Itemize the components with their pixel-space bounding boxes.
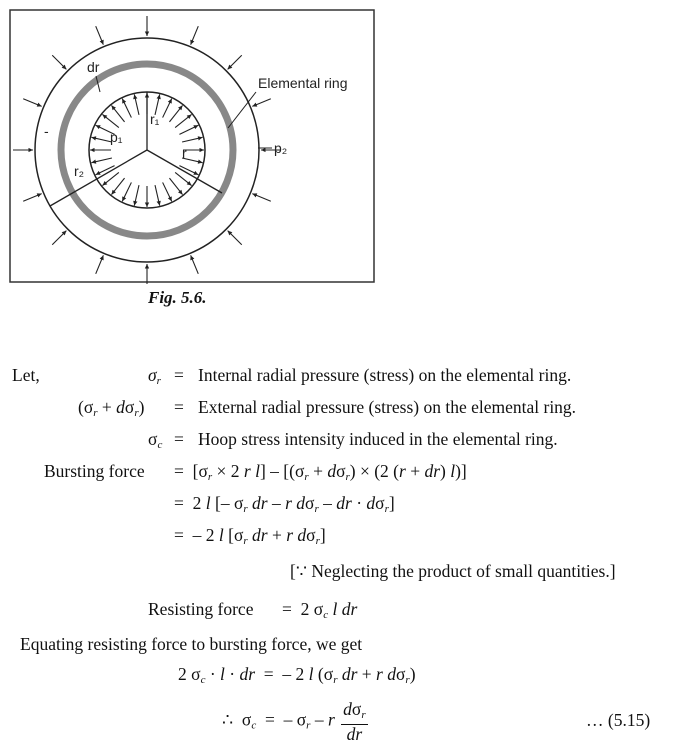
inner-pressure-arrow-head — [167, 196, 172, 202]
resisting-force-label: Resisting force — [148, 599, 254, 619]
figure-5-6: dr Elemental ring p₁ p₂ r₁ r₂ r - — [9, 9, 375, 284]
inner-pressure-arrow-head — [111, 105, 116, 111]
elemental-ring — [57, 60, 237, 240]
outer-pressure-arrow-head — [36, 102, 42, 107]
outer-pressure-arrow-head — [227, 230, 233, 236]
def-sigma-r-lhs: σr — [148, 365, 161, 387]
inner-pressure-arrow-head — [95, 125, 101, 130]
outer-pressure-arrow-head — [190, 255, 195, 261]
bursting-eq-1: = [σr × 2 r l] – [(σr + dσr) × (2 (r + d… — [174, 461, 467, 483]
neglect-note: [∵ Neglecting the product of small quant… — [290, 561, 616, 581]
inner-pressure-arrow-head — [193, 170, 199, 175]
outer-pressure-arrow-head — [28, 147, 33, 153]
def-sigma-c-lhs: σc — [148, 429, 163, 451]
outer-pressure-arrows — [13, 16, 281, 284]
elemental-ring-leader — [227, 91, 257, 129]
inner-pressure-arrow-head — [122, 196, 127, 202]
inner-pressure-arrow-head — [144, 93, 150, 98]
inner-pressure-arrow-head — [133, 94, 138, 100]
def-sigma-r-plus-lhs: (σr + dσr) — [78, 397, 145, 419]
bursting-eq-2: = 2 l [– σr dr – r dσr – dr · dσr] — [174, 493, 395, 515]
label-r2: r₂ — [74, 163, 84, 179]
inner-pressure-arrow-head — [133, 200, 138, 206]
outer-pressure-arrow-head — [36, 193, 42, 198]
inner-pressure-arrow-head — [167, 98, 172, 104]
outer-pressure-arrow-head — [261, 147, 266, 153]
inner-pressure-arrow-head — [199, 147, 204, 153]
def-eq-3: = — [174, 429, 184, 449]
outer-pressure-arrow-head — [61, 64, 67, 70]
def-eq-2: = — [174, 397, 184, 417]
inner-pressure-arrows — [90, 93, 204, 207]
radius-r — [146, 149, 223, 194]
outer-pressure-arrow-head — [252, 102, 258, 107]
outer-pressure-arrow-head — [190, 39, 195, 45]
def-eq-1: = — [174, 365, 184, 385]
bursting-eq-3: = – 2 l [σr dr + r dσr] — [174, 525, 326, 547]
def-1-text: Internal radial pressure (stress) on the… — [198, 365, 572, 385]
outer-pressure-arrow-head — [99, 255, 104, 261]
outer-pressure-arrow-head — [61, 230, 67, 236]
def-3-text: Hoop stress intensity induced in the ele… — [198, 429, 558, 449]
outer-pressure-arrow-head — [227, 64, 233, 70]
inner-pressure-arrow-head — [178, 105, 183, 111]
inner-pressure-arrow-head — [193, 125, 199, 130]
equation-number: … (5.15) — [586, 710, 651, 730]
equating-text: Equating resisting force to bursting for… — [20, 634, 363, 654]
inner-pressure-arrow-head — [186, 181, 192, 186]
inner-pressure-arrow-head — [111, 189, 116, 195]
label-minus: - — [44, 123, 49, 139]
label-r: r — [182, 145, 187, 161]
figure-frame — [9, 9, 375, 283]
inner-pressure-arrow-head — [144, 202, 150, 207]
label-elemental-ring: Elemental ring — [258, 75, 348, 91]
resisting-eq: = 2 σc l dr — [282, 599, 358, 621]
dr-leader — [95, 75, 101, 93]
inner-pressure-arrow-head — [91, 136, 97, 141]
inner-pressure-arrow-head — [95, 170, 101, 175]
inner-pressure-arrow-head — [197, 136, 203, 141]
outer-pressure-arrow-head — [144, 31, 150, 36]
outer-pressure-arrow-head — [99, 39, 104, 45]
label-dr: dr — [87, 59, 100, 75]
def-2-text: External radial pressure (stress) on the… — [198, 397, 577, 417]
radius-r2 — [49, 149, 148, 207]
let-label: Let, — [12, 365, 40, 385]
inner-pressure-arrow-head — [102, 114, 108, 119]
bursting-force-label: Bursting force — [44, 461, 145, 481]
label-r1: r₁ — [150, 111, 160, 127]
inner-pressure-arrow-head — [197, 159, 203, 164]
outer-circle — [34, 37, 260, 263]
label-p2: p₂ — [274, 140, 287, 156]
inner-pressure-arrow-head — [178, 189, 183, 195]
equating-eq: 2 σc · l · dr = – 2 l (σr dr + r dσr) — [178, 664, 416, 686]
inner-pressure-arrow-head — [91, 159, 97, 164]
figure-caption: Fig. 5.6. — [148, 288, 207, 307]
label-p1: p₁ — [110, 129, 123, 145]
outer-pressure-arrow-head — [252, 193, 258, 198]
inner-pressure-arrow-head — [156, 200, 161, 206]
inner-pressure-arrow-head — [186, 114, 192, 119]
inner-pressure-arrow-head — [156, 94, 161, 100]
outer-pressure-arrow-head — [144, 264, 150, 269]
inner-pressure-arrow-head — [90, 147, 95, 153]
inner-pressure-arrow-head — [102, 181, 108, 186]
inner-pressure-arrow-head — [122, 98, 127, 104]
